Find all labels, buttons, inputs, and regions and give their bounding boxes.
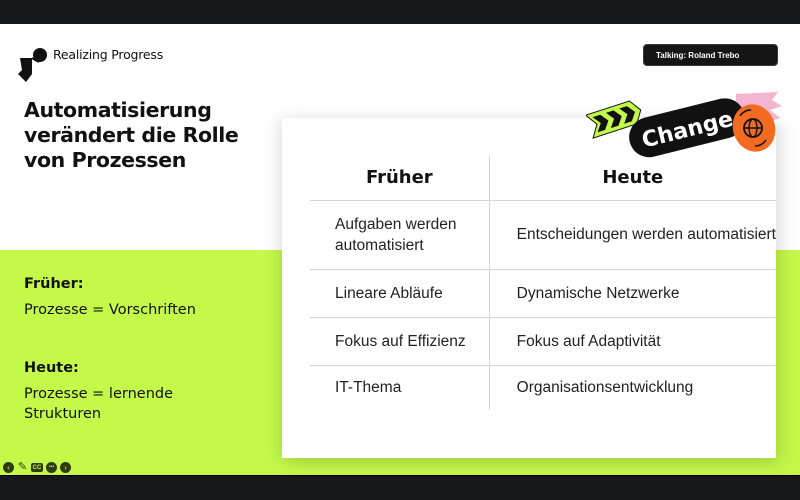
change-sticker: Change: [586, 92, 782, 158]
table-row: Lineare Abläufe Dynamische Netzwerke: [310, 269, 776, 318]
table-cell: Aufgaben werden automatisiert: [310, 200, 490, 270]
table-row: Aufgaben werden automatisiert Entscheidu…: [310, 200, 776, 270]
past-block: Früher: Prozesse = Vorschriften: [24, 276, 196, 320]
pen-icon[interactable]: ✎: [17, 461, 28, 473]
previous-icon[interactable]: ‹: [3, 462, 14, 473]
table-cell: Fokus auf Adaptivität: [489, 317, 776, 366]
captions-icon[interactable]: CC: [31, 463, 43, 472]
table-header-row: Früher Heute: [310, 156, 776, 201]
table-cell: Lineare Abläufe: [310, 269, 490, 318]
talking-indicator: Talking: Roland Trebo: [643, 44, 778, 66]
table-cell: Dynamische Netzwerke: [489, 269, 776, 318]
bottom-bar: [0, 475, 800, 500]
brand-name: Realizing Progress: [53, 47, 164, 62]
table-cell: Entscheidungen werden automatisiert: [489, 200, 776, 270]
slide-controls: ‹ ✎ CC ••• ›: [3, 462, 71, 473]
present-heading: Heute:: [24, 360, 79, 376]
globe-refresh-icon: [732, 104, 776, 152]
table-row: Fokus auf Effizienz Fokus auf Adaptivitä…: [310, 317, 776, 366]
next-icon[interactable]: ›: [60, 462, 71, 473]
slide-title: Automatisierung verändert die Rolle von …: [24, 98, 239, 172]
table-cell: Fokus auf Effizienz: [310, 317, 490, 366]
past-text: Prozesse = Vorschriften: [24, 302, 196, 318]
logo-icon: [18, 48, 47, 82]
comparison-card: Früher Heute Aufgaben werden automatisie…: [282, 118, 776, 458]
slide: Realizing Progress Automatisierung verän…: [0, 24, 800, 475]
more-icon[interactable]: •••: [46, 462, 57, 473]
table-row: IT-Thema Organisationsentwicklung: [310, 365, 776, 410]
table-cell: Organisationsentwicklung: [516, 379, 694, 397]
column-header-past: Früher: [310, 156, 490, 201]
column-header-present: Heute: [489, 156, 776, 201]
present-block: Heute: Prozesse = lernende Strukturen: [24, 360, 224, 424]
past-heading: Früher:: [24, 276, 84, 292]
table-cell: IT-Thema: [310, 365, 490, 410]
comparison-table: Früher Heute Aufgaben werden automatisie…: [310, 156, 776, 410]
present-text: Prozesse = lernende Strukturen: [24, 386, 174, 422]
